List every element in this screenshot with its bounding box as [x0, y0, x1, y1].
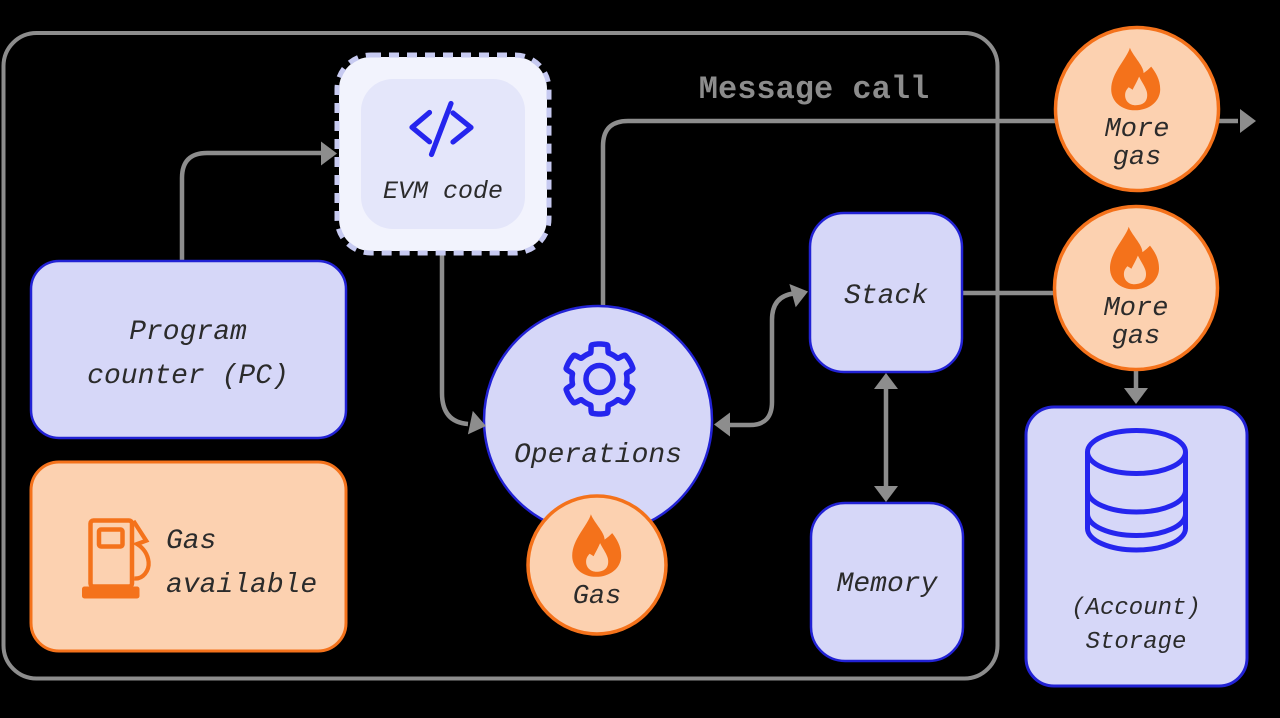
svg-text:Gas: Gas [573, 582, 622, 612]
svg-text:Operations: Operations [514, 440, 682, 471]
svg-text:gas: gas [1113, 143, 1162, 173]
svg-text:gas: gas [1112, 322, 1161, 352]
svg-text:Gas: Gas [166, 526, 216, 557]
svg-text:Memory: Memory [837, 569, 939, 600]
svg-text:Program: Program [129, 317, 247, 348]
svg-text:Message call: Message call [699, 71, 929, 108]
svg-text:available: available [166, 570, 317, 601]
svg-text:Storage: Storage [1086, 629, 1187, 656]
svg-text:(Account): (Account) [1071, 595, 1201, 622]
svg-text:More: More [1105, 115, 1170, 145]
svg-text:Stack: Stack [844, 281, 928, 312]
svg-text:counter (PC): counter (PC) [87, 361, 289, 392]
svg-text:More: More [1104, 294, 1169, 324]
svg-text:EVM code: EVM code [383, 177, 503, 206]
